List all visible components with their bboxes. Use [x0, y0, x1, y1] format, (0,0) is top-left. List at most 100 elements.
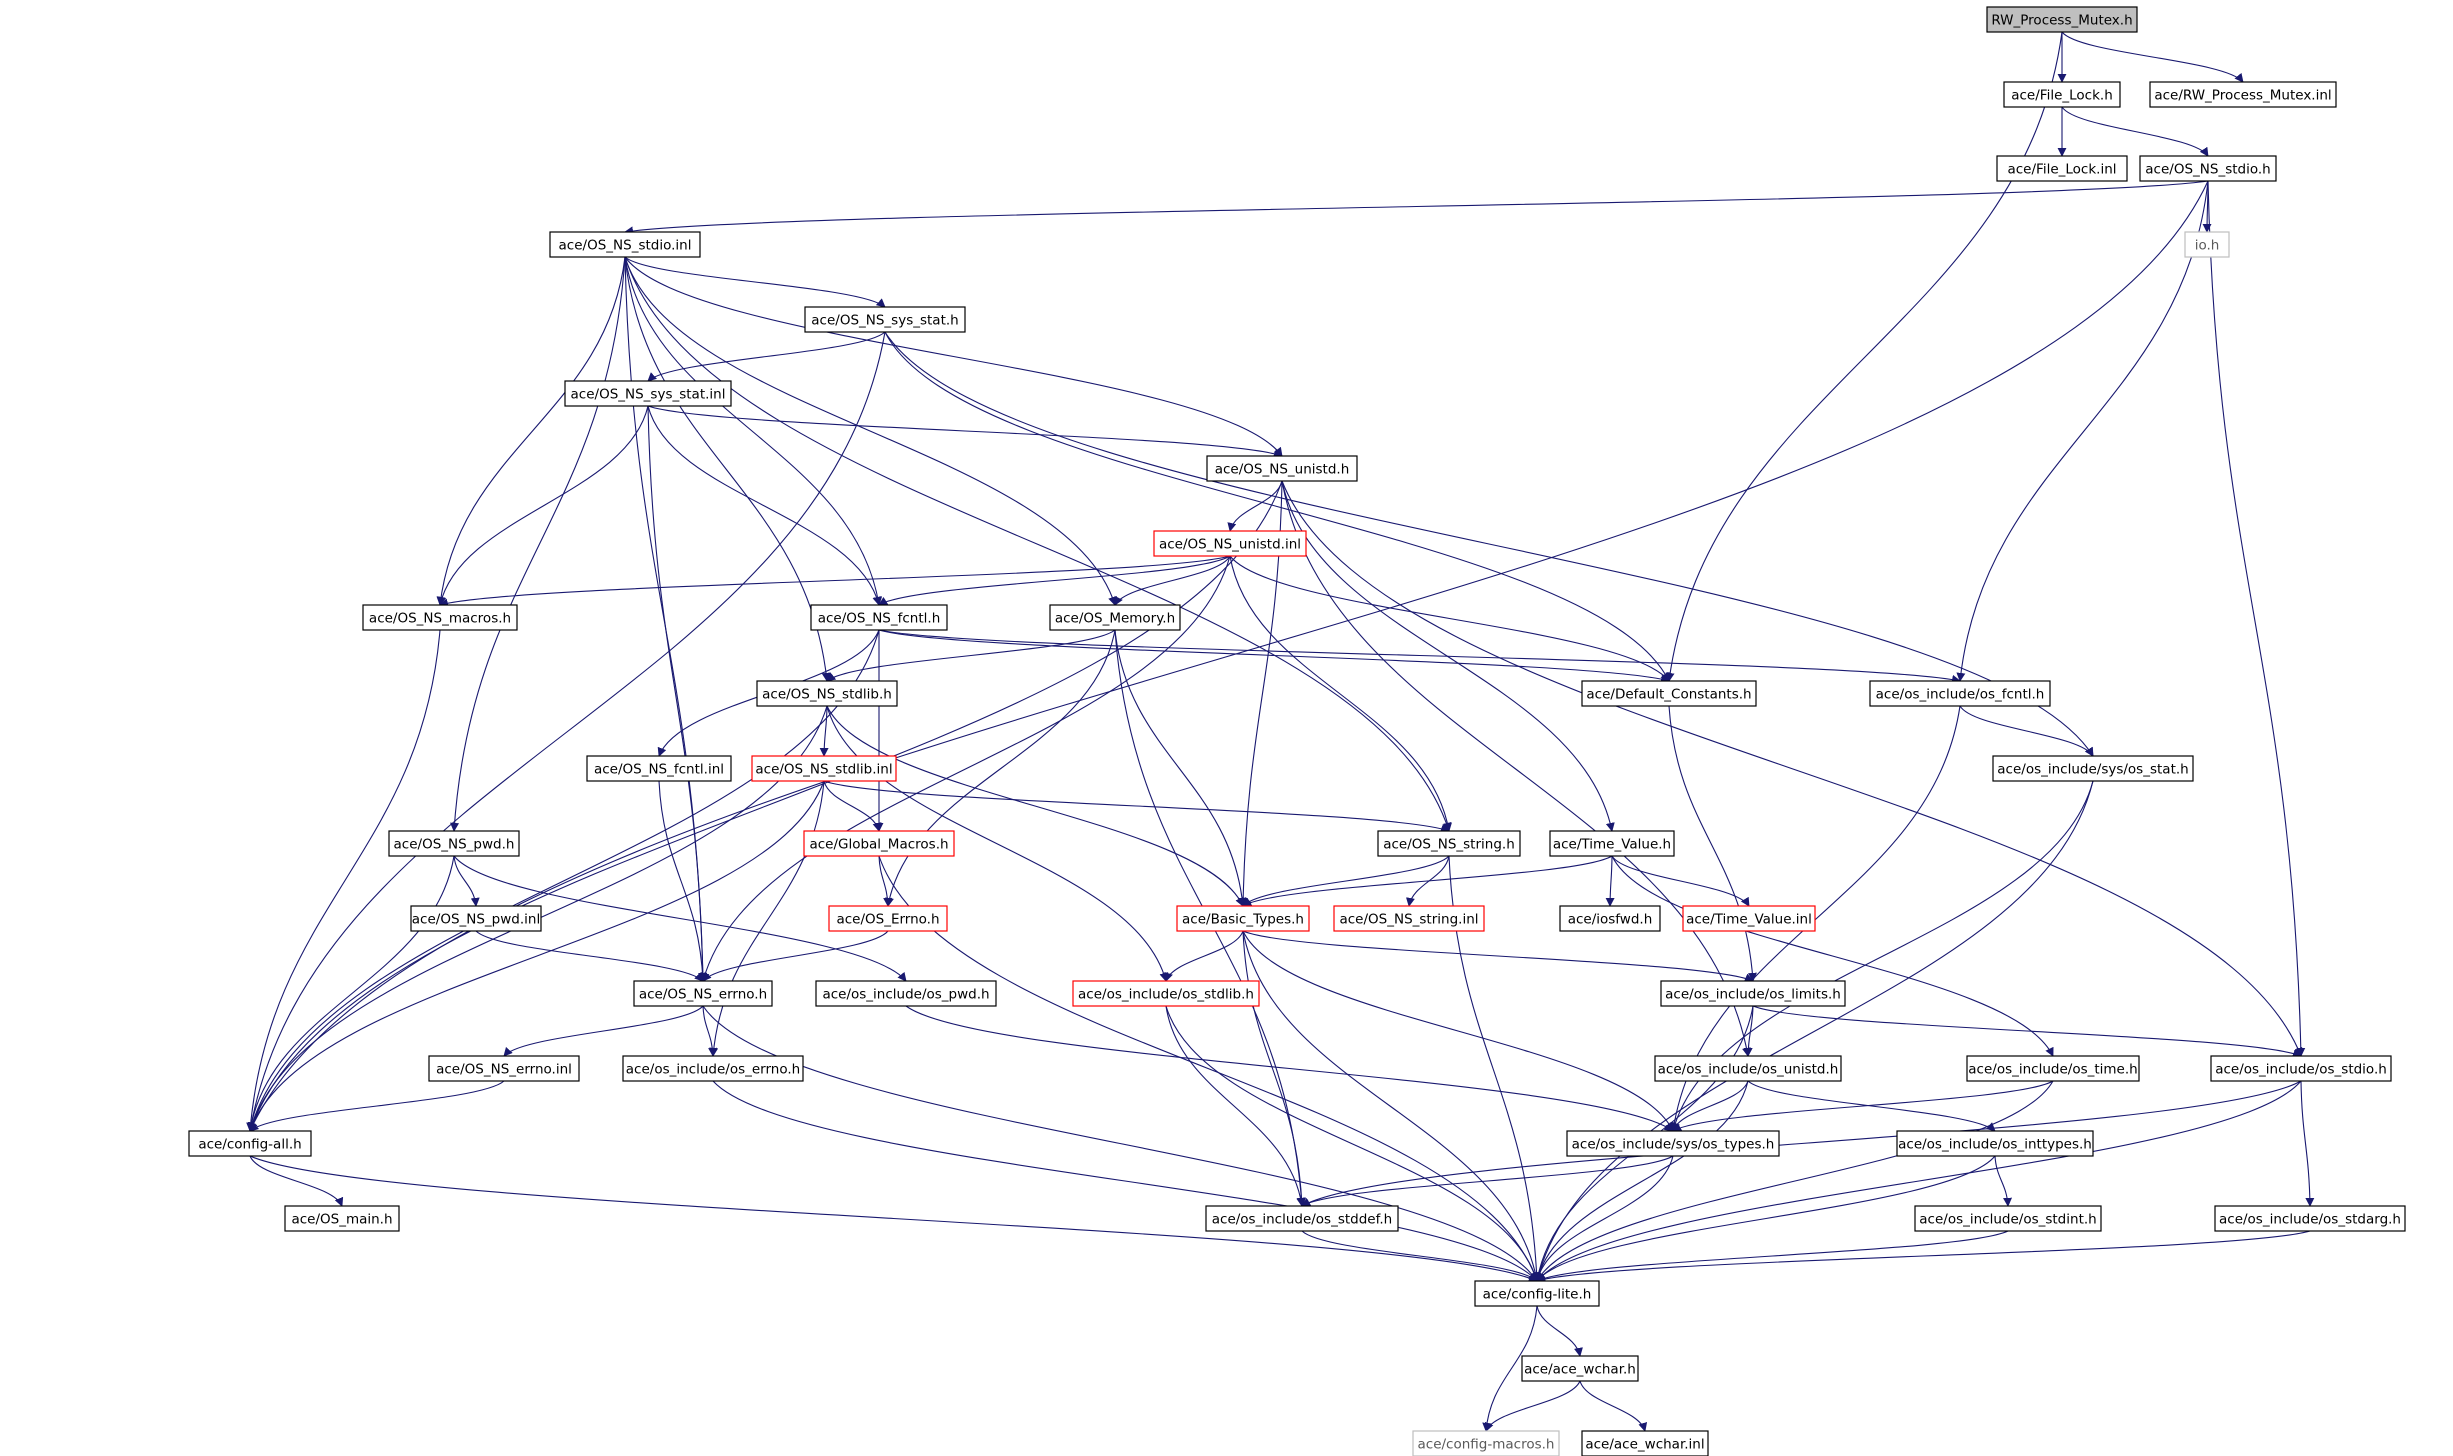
node-os-ns-unistd-inl[interactable]: ace/OS_NS_unistd.inl — [1153, 530, 1307, 557]
edge-os_include_os_errno_h-to-config_lite_h — [712, 1080, 1538, 1282]
node-box — [2214, 1205, 2406, 1232]
node-os-ns-string-h[interactable]: ace/OS_NS_string.h — [1377, 830, 1521, 857]
node-box — [586, 755, 732, 782]
node-ace-wchar-h[interactable]: ace/ace_wchar.h — [1521, 1355, 1639, 1382]
node-label: ace/config-all.h — [198, 1137, 301, 1153]
edge-time_value_h-to-basic_types_h — [1242, 855, 1613, 907]
node-os-ns-stdlib-h[interactable]: ace/OS_NS_stdlib.h — [756, 680, 898, 707]
node-os-ns-fcntl-inl[interactable]: ace/OS_NS_fcntl.inl — [586, 755, 732, 782]
node-os-include-os-stdarg-h[interactable]: ace/os_include/os_stdarg.h — [2214, 1205, 2406, 1232]
node-os-ns-stdio-inl[interactable]: ace/OS_NS_stdio.inl — [549, 231, 701, 258]
edge-os_include_os_stdio_h-to-os_include_os_stddef_h — [1301, 1080, 2302, 1207]
edge-os_ns_fcntl_h-to-os_include_os_fcntl_h — [878, 629, 1961, 684]
node-os-memory-h[interactable]: ace/OS_Memory.h — [1049, 604, 1181, 631]
node-config-lite-h[interactable]: ace/config-lite.h — [1474, 1280, 1600, 1307]
edge-os_ns_sys_stat_h-to-os_include_sys_os_stat_h — [884, 331, 2094, 757]
node-os-include-os-stdint-h[interactable]: ace/os_include/os_stdint.h — [1914, 1205, 2102, 1232]
node-os-include-os-inttypes-h[interactable]: ace/os_include/os_inttypes.h — [1896, 1130, 2094, 1157]
node-os-ns-sys-stat-h[interactable]: ace/OS_NS_sys_stat.h — [804, 306, 966, 333]
node-label: ace/OS_NS_string.h — [1383, 837, 1515, 853]
edge-os_ns_stdio_inl-to-os_ns_string_h — [624, 256, 1451, 832]
node-label: ace/os_include/sys/os_stat.h — [1997, 762, 2188, 778]
node-os-ns-sys-stat-inl[interactable]: ace/OS_NS_sys_stat.inl — [564, 380, 732, 407]
edge-os_include_os_pwd_h-to-os_include_sys_os_types_h — [905, 1005, 1674, 1132]
edge-os_ns_stdlib_h-to-basic_types_h — [826, 705, 1244, 907]
edge-os_include_os_time_h-to-os_include_sys_os_types_h — [1672, 1080, 2054, 1132]
node-config-all-h[interactable]: ace/config-all.h — [188, 1130, 312, 1157]
node-os-include-os-stdio-h[interactable]: ace/os_include/os_stdio.h — [2210, 1055, 2392, 1082]
edge-os_ns_fcntl_h-to-config_all_h — [247, 629, 880, 1132]
node-os-include-os-errno-h[interactable]: ace/os_include/os_errno.h — [622, 1055, 804, 1082]
node-label: ace/OS_NS_pwd.h — [394, 837, 515, 853]
node-box — [1377, 830, 1521, 857]
edge-basic_types_h-to-os_include_os_stdlib_h — [1164, 930, 1244, 982]
node-os-ns-stdlib-inl[interactable]: ace/OS_NS_stdlib.inl — [751, 755, 897, 782]
node-os-ns-unistd-h[interactable]: ace/OS_NS_unistd.h — [1206, 455, 1358, 482]
node-os-ns-pwd-inl[interactable]: ace/OS_NS_pwd.inl — [410, 905, 542, 932]
edge-basic_types_h-to-os_include_os_limits_h — [1242, 930, 1754, 982]
dependency-edges — [246, 31, 2315, 1432]
node-label: ace/OS_NS_pwd.inl — [412, 912, 540, 928]
node-os-include-os-time-h[interactable]: ace/os_include/os_time.h — [1966, 1055, 2140, 1082]
edge-os_ns_stdlib_h-to-os_ns_stdlib_inl — [819, 705, 829, 757]
node-os-ns-macros-h[interactable]: ace/OS_NS_macros.h — [362, 604, 518, 631]
node-os-main-h[interactable]: ace/OS_main.h — [284, 1205, 400, 1232]
node-label: ace/OS_Memory.h — [1055, 611, 1175, 627]
node-label: ace/OS_NS_errno.inl — [436, 1062, 572, 1078]
node-box — [1654, 1055, 1842, 1082]
node-rw-process-mutex-inl[interactable]: ace/RW_Process_Mutex.inl — [2149, 81, 2337, 108]
node-box — [810, 604, 948, 631]
node-box — [428, 1055, 580, 1082]
node-io-h: io.h — [2184, 231, 2230, 258]
node-time-value-h[interactable]: ace/Time_Value.h — [1549, 830, 1675, 857]
node-file-lock-h[interactable]: ace/File_Lock.h — [2003, 81, 2121, 108]
node-label: ace/os_include/os_unistd.h — [1658, 1062, 1839, 1078]
node-os-include-os-pwd-h[interactable]: ace/os_include/os_pwd.h — [815, 980, 997, 1007]
node-os-include-os-unistd-h[interactable]: ace/os_include/os_unistd.h — [1654, 1055, 1842, 1082]
node-os-include-sys-os-types-h[interactable]: ace/os_include/sys/os_types.h — [1566, 1130, 1780, 1157]
node-label: ace/os_include/os_time.h — [1968, 1062, 2137, 1078]
node-os-errno-h[interactable]: ace/OS_Errno.h — [828, 905, 948, 932]
node-label: ace/OS_NS_string.inl — [1339, 912, 1478, 928]
node-os-include-os-limits-h[interactable]: ace/os_include/os_limits.h — [1660, 980, 1846, 1007]
node-box — [564, 380, 732, 407]
edge-basic_types_h-to-os_include_os_stddef_h — [1242, 930, 1307, 1207]
node-box — [1521, 1355, 1639, 1382]
node-box — [1412, 1430, 1560, 1456]
edge-config_lite_h-to-config_macros_h — [1482, 1305, 1538, 1432]
node-label: ace/os_include/os_stdio.h — [2215, 1062, 2387, 1078]
node-os-ns-stdio-h[interactable]: ace/OS_NS_stdio.h — [2139, 155, 2277, 182]
node-rw-process-mutex-h[interactable]: RW_Process_Mutex.h — [1986, 6, 2138, 33]
node-time-value-inl[interactable]: ace/Time_Value.inl — [1682, 905, 1816, 932]
edge-rw_process_mutex_h-to-default_constants_h — [1665, 31, 2063, 682]
node-os-include-sys-os-stat-h[interactable]: ace/os_include/sys/os_stat.h — [1992, 755, 2194, 782]
edge-os_ns_stdio_h-to-config_all_h — [249, 180, 2209, 1132]
edge-file_lock_h-to-os_ns_stdio_h — [2061, 106, 2209, 157]
edge-basic_types_h-to-os_include_sys_os_types_h — [1242, 930, 1674, 1132]
node-os-ns-string-inl[interactable]: ace/OS_NS_string.inl — [1333, 905, 1485, 932]
node-file-lock-inl[interactable]: ace/File_Lock.inl — [1996, 155, 2128, 182]
node-box — [1896, 1130, 2094, 1157]
node-basic-types-h[interactable]: ace/Basic_Types.h — [1176, 905, 1310, 932]
edge-os_ns_unistd_h-to-os_include_os_unistd_h — [1281, 480, 1751, 1057]
node-os-ns-fcntl-h[interactable]: ace/OS_NS_fcntl.h — [810, 604, 948, 631]
node-iosfwd-h[interactable]: ace/iosfwd.h — [1559, 905, 1661, 932]
node-default-constants-h[interactable]: ace/Default_Constants.h — [1581, 680, 1757, 707]
node-os-ns-errno-h[interactable]: ace/OS_NS_errno.h — [633, 980, 773, 1007]
node-global-macros-h[interactable]: ace/Global_Macros.h — [803, 830, 955, 857]
edge-os_include_sys_os_types_h-to-config_lite_h — [1534, 1155, 1674, 1282]
node-os-include-os-stdlib-h[interactable]: ace/os_include/os_stdlib.h — [1072, 980, 1260, 1007]
node-os-ns-pwd-h[interactable]: ace/OS_NS_pwd.h — [388, 830, 520, 857]
node-box — [362, 604, 518, 631]
node-box — [622, 1055, 804, 1082]
node-box — [633, 980, 773, 1007]
node-os-include-os-fcntl-h[interactable]: ace/os_include/os_fcntl.h — [1869, 680, 2051, 707]
node-ace-wchar-inl[interactable]: ace/ace_wchar.inl — [1581, 1430, 1709, 1456]
node-box — [803, 830, 955, 857]
node-os-ns-errno-inl[interactable]: ace/OS_NS_errno.inl — [428, 1055, 580, 1082]
edge-ace_wchar_h-to-ace_wchar_inl — [1579, 1380, 1648, 1432]
node-label: ace/os_include/os_stddef.h — [1212, 1212, 1392, 1228]
edge-time_value_h-to-iosfwd_h — [1605, 855, 1615, 907]
edge-os_ns_pwd_h-to-os_ns_pwd_inl — [453, 855, 480, 907]
node-os-include-os-stddef-h[interactable]: ace/os_include/os_stddef.h — [1205, 1205, 1399, 1232]
